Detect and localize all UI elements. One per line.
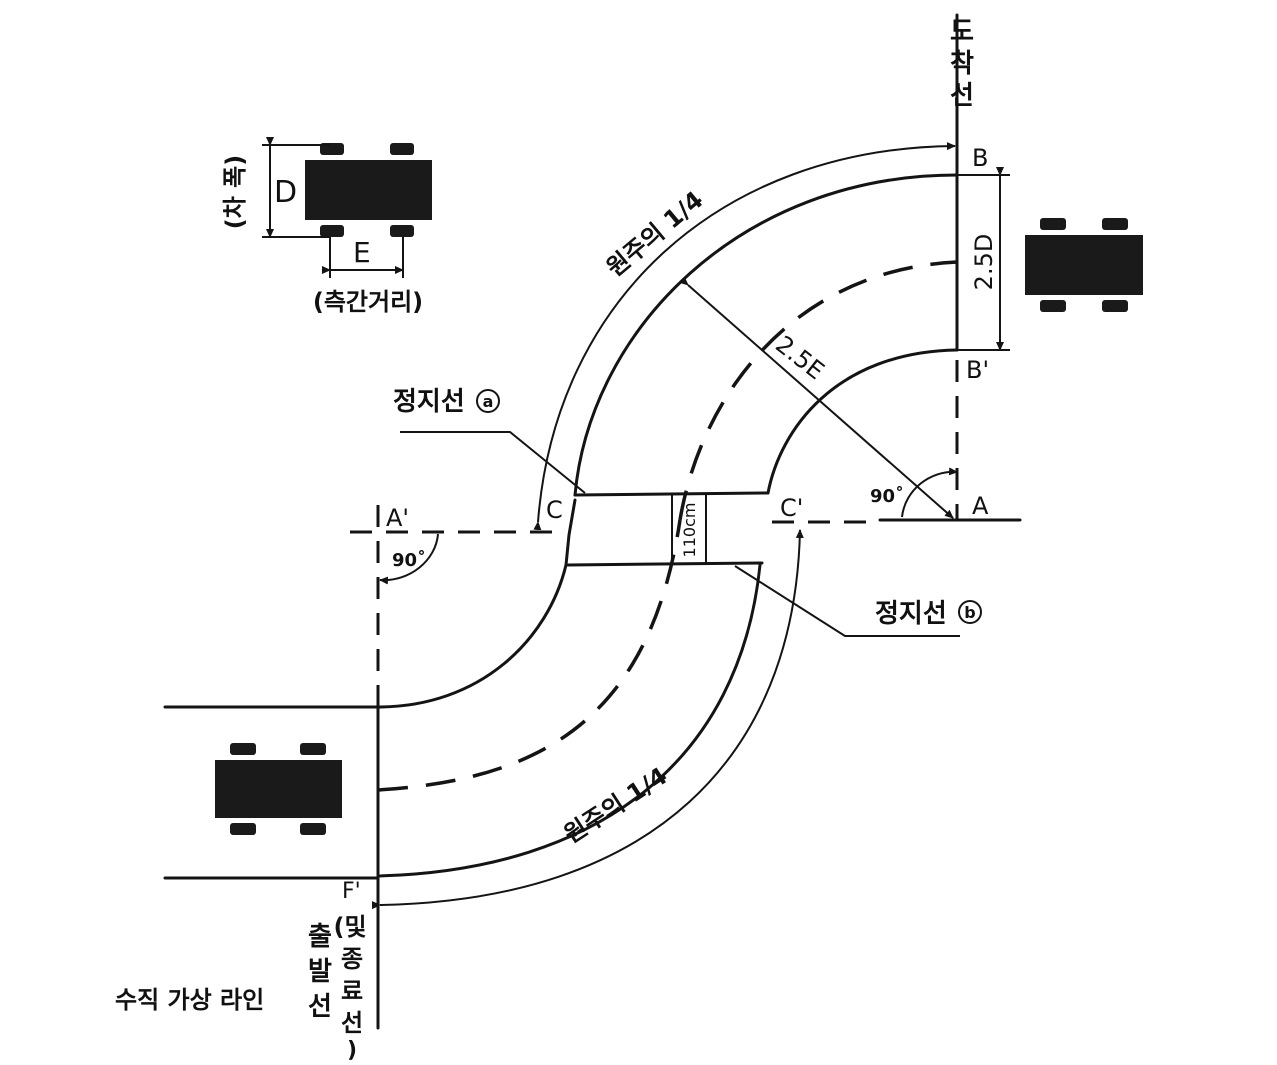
- virtual-line-label: 수직 가상 라인: [115, 986, 264, 1014]
- stop-line-a-leader: [400, 431, 586, 494]
- stop-line-a-circle: [476, 389, 500, 413]
- legend-track-width: (차 폭): [221, 155, 249, 229]
- legend-label-d: D: [274, 175, 297, 210]
- angle-left-arc: [379, 533, 439, 585]
- end-line-char-5: ): [347, 1038, 357, 1063]
- stop-line-a-label: 정지선: [393, 387, 465, 417]
- stop-line-b-mark: b: [964, 603, 975, 622]
- end-line-char-4: 선: [341, 1009, 363, 1037]
- angle-right-label: 90˚: [870, 485, 904, 507]
- stop-line-b-label: 정지선: [875, 599, 947, 629]
- end-line-char-2: 종: [341, 945, 363, 973]
- upper-curve-outer: [573, 173, 959, 497]
- stop-line-b-circle: [958, 600, 982, 624]
- angle-right-arc: [901, 467, 958, 518]
- start-line-char-1: 출: [308, 922, 332, 952]
- arrival-line-char-3: 선: [950, 81, 974, 111]
- quarter-arc-bottom-dimension: [371, 529, 804, 910]
- arrival-line-char-2: 착: [950, 49, 974, 79]
- point-c: C: [546, 496, 563, 524]
- legend-axle-distance: (측간거리): [313, 288, 423, 316]
- point-a: A: [972, 492, 989, 520]
- stop-line-a-mark: a: [483, 392, 494, 411]
- quarter-arc-bottom-label: 원주의 1/4: [559, 762, 672, 849]
- point-c-prime: C': [780, 494, 803, 522]
- dim-2-5e-radius: [679, 276, 954, 519]
- point-b: B: [972, 144, 988, 172]
- start-line-char-3: 선: [308, 992, 332, 1022]
- quarter-arc-top-label: 원주의 1/4: [601, 186, 708, 283]
- stop-line-b-edge: [566, 561, 764, 567]
- vehicle-at-start: [215, 743, 342, 835]
- point-a-prime: A': [386, 504, 409, 532]
- point-b-prime: B': [966, 356, 989, 384]
- end-line-char-3: 료: [341, 977, 363, 1005]
- start-line-char-2: 발: [308, 957, 332, 987]
- point-f-prime: F': [342, 879, 361, 904]
- end-line-char-1: (및: [333, 913, 366, 941]
- vehicle-at-arrival: [1025, 218, 1143, 312]
- upper-curve-center-dashed: [678, 260, 958, 521]
- legend-label-e: E: [353, 236, 371, 269]
- gap-110-label: 110cm: [680, 503, 699, 558]
- dim-2-5d-label: 2.5D: [970, 234, 998, 291]
- quarter-arc-top-dimension: [533, 142, 956, 531]
- dim-2-5e-label: 2.5E: [770, 330, 829, 385]
- angle-left-label: 90˚: [392, 549, 426, 571]
- legend-vehicle: [305, 143, 432, 237]
- arrival-line-char-1: 도: [950, 17, 974, 47]
- stop-line-a-edge: [573, 491, 770, 497]
